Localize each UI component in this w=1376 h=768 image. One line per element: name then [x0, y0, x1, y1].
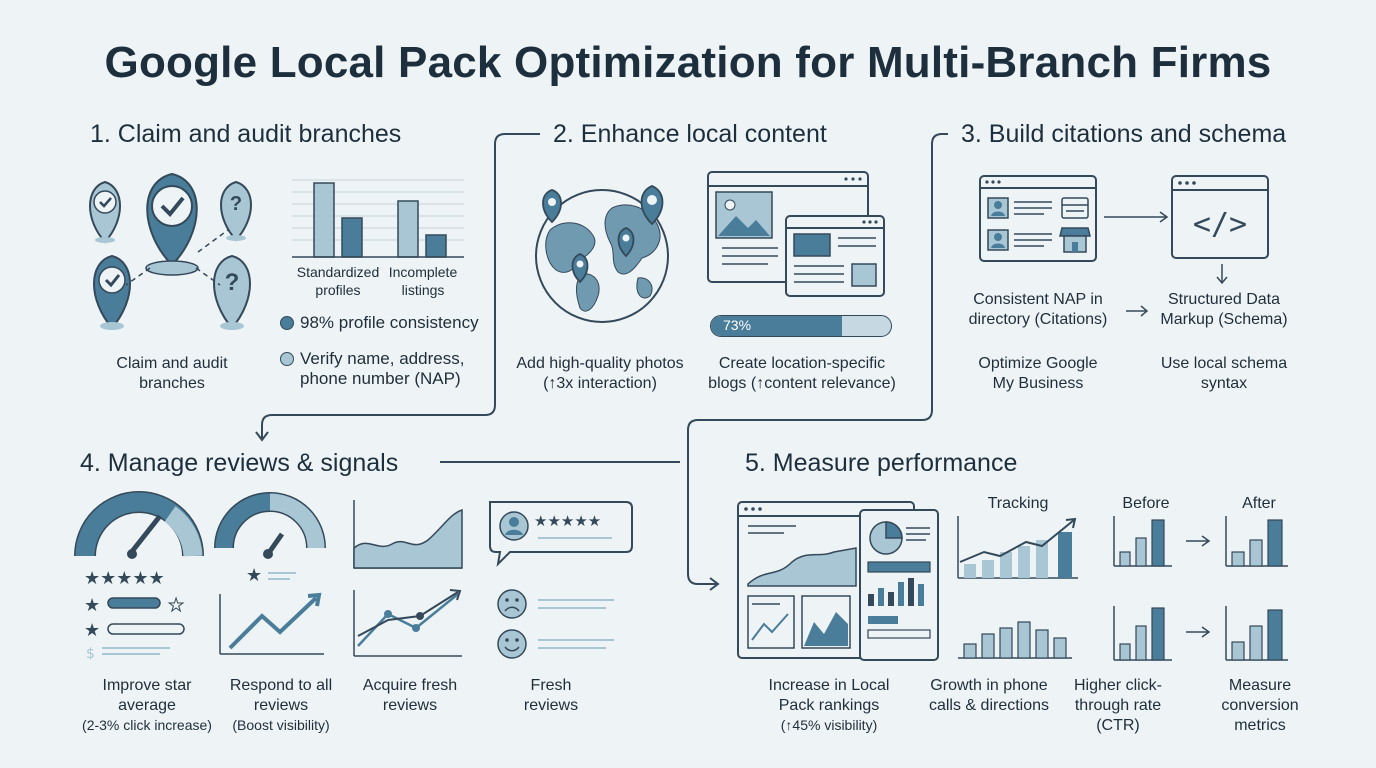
section-2-title: 2. Enhance local content: [553, 120, 827, 148]
pin-check-small-icon: [89, 180, 121, 244]
chart-label-incomplete: Incomplete listings: [388, 264, 458, 298]
header-tracking: Tracking: [987, 495, 1049, 512]
progress-bar: 73%: [710, 315, 892, 337]
label-consistent-nap: Consistent NAP in directory (Citations): [968, 291, 1108, 328]
phone-calls-chart-icon: [958, 621, 1072, 659]
chart-label-standardized: Standardized profiles: [296, 264, 380, 298]
map-pins-illustration: ? ?: [89, 172, 252, 330]
code-window-illustration: </>: [1171, 175, 1269, 259]
caption-acquire-reviews: Acquire fresh reviews: [362, 677, 458, 714]
svg-text:★: ★: [84, 620, 100, 641]
profile-bar-chart: [292, 179, 464, 258]
before-chart-1-icon: [1113, 516, 1172, 567]
pin-check-medium-icon: [93, 254, 131, 330]
id-card-icon: [1061, 197, 1089, 219]
caption-optimize-gmb: Optimize Google My Business: [978, 355, 1098, 392]
bullet-dot-dark-icon: [280, 316, 294, 330]
happy-face-icon: [497, 629, 527, 659]
globe-pin-3-icon: [617, 227, 635, 258]
section-1-title: 1. Claim and audit branches: [90, 120, 402, 148]
svg-text:?: ?: [225, 269, 240, 296]
caption-blogs: Create location-specific blogs (↑content…: [708, 355, 896, 392]
arrow-down-icon: [1216, 264, 1228, 285]
header-before: Before: [1122, 495, 1170, 512]
after-chart-1-icon: [1225, 516, 1288, 567]
pin-question-medium-icon: ?: [213, 254, 251, 330]
progress-label: 73%: [723, 317, 752, 333]
svg-text:$: $: [86, 646, 95, 662]
caption-star-average: Improve star average (2-3% click increas…: [82, 677, 212, 733]
caption-respond-reviews: Respond to all reviews (Boost visibility…: [229, 677, 333, 733]
globe-pin-1-icon: [542, 189, 562, 224]
caption-phone-calls: Growth in phone calls & directions: [928, 677, 1050, 714]
before-chart-2-icon: [1113, 606, 1172, 661]
arrow-right-3-icon: [1186, 535, 1211, 547]
review-bubbles-illustration: ★★★★★: [489, 501, 633, 659]
response-gauge-illustration: ★: [214, 492, 326, 655]
caption-conversion: Measure conversion metrics: [1221, 677, 1299, 734]
pin-check-large-icon: [145, 172, 199, 276]
page-title: Google Local Pack Optimization for Multi…: [104, 38, 1272, 87]
bullet-dot-light-icon: [280, 352, 294, 366]
progress-fill: [711, 316, 843, 336]
code-icon: </>: [1193, 207, 1247, 242]
svg-text:★★★★★: ★★★★★: [534, 512, 601, 530]
svg-text:?: ?: [230, 193, 242, 215]
globe-pin-4-icon: [571, 253, 589, 284]
caption-local-schema: Use local schema syntax: [1160, 355, 1288, 392]
dashboard-illustration: [737, 501, 939, 661]
section-5-title: 5. Measure performance: [745, 449, 1018, 477]
bullet-profile-consistency: 98% profile consistency: [300, 313, 479, 332]
label-structured-data: Structured Data Markup (Schema): [1160, 291, 1288, 328]
caption-claim-audit: Claim and audit branches: [116, 355, 228, 392]
arrow-right-4-icon: [1186, 626, 1211, 638]
after-chart-2-icon: [1225, 606, 1288, 661]
header-after: After: [1242, 495, 1276, 512]
arrow-right-2-icon: [1126, 305, 1149, 317]
blog-pages-illustration: [707, 171, 885, 297]
pin-question-small-icon: ?: [220, 180, 252, 242]
fresh-reviews-charts-illustration: [353, 500, 463, 657]
storefront-icon: [1059, 227, 1091, 237]
svg-text:★: ★: [84, 595, 100, 616]
star-rating-icon: ★★★★★: [84, 568, 165, 589]
globe-pins-illustration: [535, 185, 669, 323]
caption-ctr: Higher click-through rate (CTR): [1073, 677, 1162, 734]
arrow-right-1-icon: [1104, 211, 1169, 223]
tracking-chart-icon: [957, 516, 1078, 579]
caption-local-pack-rankings: Increase in Local Pack rankings (↑45% vi…: [768, 677, 890, 733]
bullet-verify-nap: Verify name, address, phone number (NAP): [300, 349, 465, 388]
caption-photos: Add high-quality photos (↑3x interaction…: [516, 355, 684, 392]
globe-pin-2-icon: [640, 185, 664, 226]
directory-window-illustration: [979, 175, 1097, 262]
sad-face-icon: [497, 589, 527, 619]
caption-fresh-reviews: Fresh reviews: [523, 677, 579, 714]
svg-text:★: ★: [246, 565, 262, 586]
section-3-title: 3. Build citations and schema: [961, 120, 1287, 148]
star-gauge-illustration: ★★★★★ ★ ★ ★ $: [74, 491, 204, 662]
section-4-title: 4. Manage reviews & signals: [80, 449, 399, 477]
svg-text:★: ★: [168, 595, 184, 616]
